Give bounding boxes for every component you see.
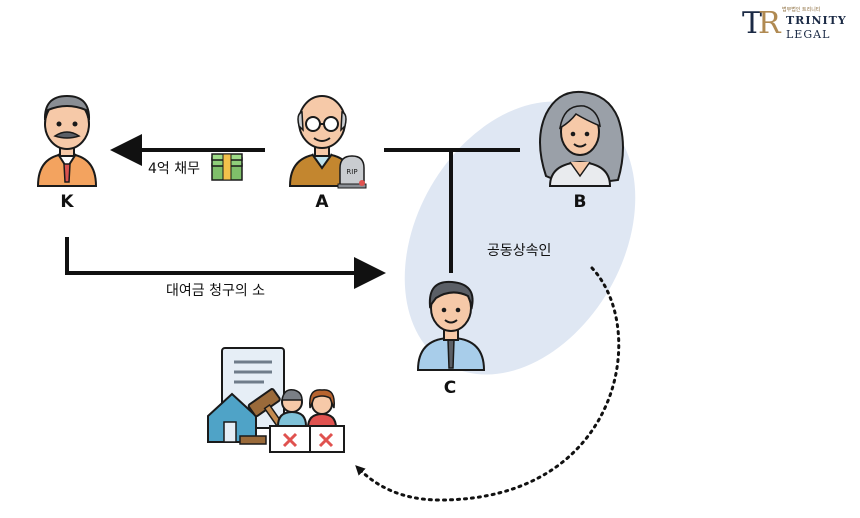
logo-word-legal: LEGAL — [786, 28, 831, 41]
logo-small-text: 법무법인 트리니티 — [782, 7, 821, 13]
person-b-icon — [539, 90, 624, 187]
logo-mark: TR — [742, 6, 781, 41]
co-heirs-label: 공동상속인 — [487, 243, 552, 259]
node-label-b: B — [573, 192, 587, 212]
tombstone-icon: RIP — [337, 155, 367, 189]
co-heirs-group-ellipse — [404, 101, 636, 375]
money-stack-icon — [211, 153, 243, 181]
logo-word-trinity: TRINITY — [786, 14, 847, 27]
loan-claim-arrow — [65, 237, 386, 289]
logo-mark-text: TR — [742, 6, 781, 41]
loan-claim-label: 대여금 청구의 소 — [166, 283, 266, 299]
firm-logo: TR 법무법인 트리니티 TRINITY LEGAL — [742, 4, 852, 44]
person-k-icon — [36, 94, 98, 187]
tombstone-text: RIP — [346, 168, 357, 176]
auction-dotted-arrow — [355, 266, 621, 502]
node-label-c: C — [443, 378, 457, 398]
person-c-icon — [416, 280, 486, 371]
node-label-a: A — [315, 192, 329, 212]
person-a-icon — [288, 95, 356, 187]
node-label-k: K — [60, 192, 74, 212]
debt-label: 4억 채무 — [148, 161, 200, 177]
auction-seizure-icon — [207, 347, 345, 453]
